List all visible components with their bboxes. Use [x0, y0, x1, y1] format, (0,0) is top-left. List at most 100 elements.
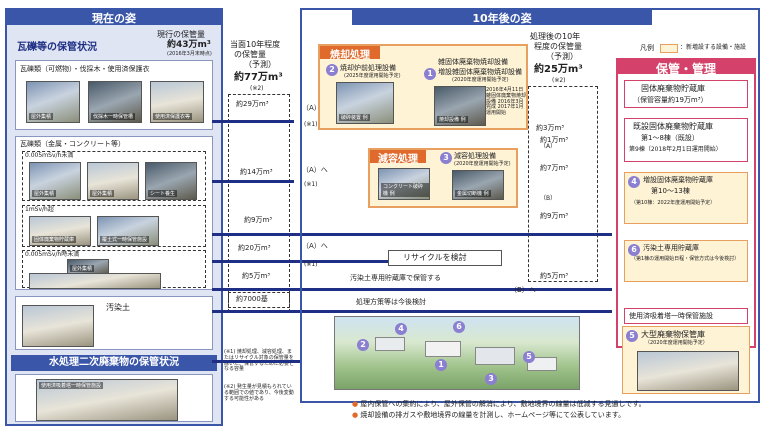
recycle-label: リサイクルを検討 [403, 253, 467, 262]
recycle-box: リサイクルを検討 [388, 250, 502, 266]
future-header-1: 処理後の10年 [530, 32, 581, 41]
mgmt-item-sub: 第1〜8棟（既設） [641, 134, 699, 142]
flow-line [212, 310, 612, 313]
photo-label: 屋外集積 [32, 190, 57, 197]
mgmt-item-name: 使用済吸着塔一時保管施設 [629, 312, 713, 320]
photo-large-waste-storage [637, 351, 739, 391]
subgroup-low-dose: 0.005ｍSv/h未満 屋外集積 屋外集積 シート養生 [22, 151, 206, 201]
mgmt-item-name: 固体廃棄物貯蔵庫 [641, 84, 705, 93]
volred-item-name: 減容処理設備 [454, 152, 496, 160]
map-marker-4: 4 [395, 323, 407, 335]
amount-6: 約7000基 [236, 295, 268, 303]
photo-protective-clothing: 使用済保護衣等 [150, 81, 204, 123]
future-amount-4: 約9万m³ [540, 212, 569, 220]
mgmt-item-sub: （保管容量約19万m³） [633, 96, 708, 104]
flow-line [212, 120, 294, 123]
photo-outdoor-pile: 屋外集積 [87, 162, 139, 200]
future-state-panel: 10年後の姿 [300, 8, 760, 403]
circle-5: 5 [626, 330, 638, 342]
amount-1: 約29万m³ [236, 100, 269, 108]
circle-3: 3 [440, 152, 452, 164]
current-state-title: 現在の姿 [7, 10, 221, 25]
bullet-2-text: 焼却設備の排ガスや敷地境界の線量を計測し、ホームページ等にて公表しています。 [360, 411, 626, 419]
bullet-dot: ● [352, 400, 359, 408]
legend-swatch [660, 44, 678, 53]
photo-label: 破砕装置 例 [339, 114, 370, 121]
mgmt-item-sub: （第1棟の運用開始日程・保管方式は今後検討） [631, 256, 740, 262]
note-ref-1: (※1) [304, 121, 318, 128]
bullet-1-text: 屋内保管への集約により、屋外保管の解消により、敷地境界の線量は低減する見通しです… [360, 400, 646, 408]
circle-2: 2 [326, 64, 338, 76]
photo-label: 固体廃棄物貯蔵庫 [32, 236, 77, 243]
note-1: (※1) 焼却処理、減容処理、またはリサイクル対象の保管量を除いた、保管するため… [224, 349, 295, 373]
future-amount-3: 約7万m³ [540, 164, 569, 172]
note-ref-2: (※1) [304, 181, 318, 188]
section-contaminated-soil: 汚染土 [15, 296, 213, 350]
arrow-b: （B）へ [510, 286, 536, 294]
photo-label: 使用済保護衣等 [153, 113, 193, 120]
future-amount-column [528, 86, 598, 282]
mgmt-item-name: 増設固体廃棄物貯蔵庫 [643, 176, 713, 184]
map-marker-1: 1 [435, 359, 447, 371]
future-amount-5: 約5万m³ [540, 272, 569, 280]
future-header-2: 程度の保管量 [534, 42, 582, 51]
site-map: 2 4 6 3 5 1 [334, 316, 580, 390]
bullet-1: ● 屋内保管への集約により、屋外保管の解消により、敷地境界の線量は低減する見通し… [352, 400, 646, 408]
management-panel: 保管・管理 固体廃棄物貯蔵庫 （保管容量約19万m³） 既設固体廃棄物貯蔵庫 第… [616, 58, 756, 348]
arrow-a-2: （A）へ [302, 166, 328, 174]
incin-item2-note: (2025年度運用開始予定) [344, 73, 401, 79]
photo-label: 使用済吸着塔一時保管施設 [39, 382, 104, 389]
flow-line [212, 180, 294, 183]
subgroup-high-dose: 1mSv/h超 固体廃棄物貯蔵庫 覆土式一時保管施設 [22, 205, 206, 247]
water-treatment-title: 水処理二次廃棄物の保管状況 [11, 355, 217, 371]
note-ref-3: (※1) [304, 261, 318, 268]
incineration-box: 焼却処理 2 焼却炉前処理設備 (2025年度運用開始予定) 破砕装置 例 1 … [318, 44, 528, 130]
arrow-a-3: （A）へ [302, 242, 328, 250]
section-soil-title: 汚染土 [106, 303, 130, 312]
subgroup-low-dose-label: 0.005ｍSv/h未満 [25, 152, 74, 159]
mgmt-item-large-waste-storage: 5 大型廃棄物保管庫 （2020年度運用開始予定） [622, 326, 750, 394]
future-state-title: 10年後の姿 [352, 10, 652, 25]
photo-label: 焼却設備 例 [437, 116, 468, 123]
photo-adsorption-tower-storage: 使用済吸着塔一時保管施設 [36, 379, 178, 421]
mgmt-item-sub2: 第9棟（2018年2月1日運用開始） [629, 146, 722, 153]
legend-text: ：新増設する設備・施設 [680, 44, 747, 51]
future-amount-1: 約3万m³ [536, 124, 565, 132]
future-header-3: （予測） [546, 52, 578, 61]
subgroup-mid-dose: 0.005mSv/h時未満 屋外集積 [22, 250, 206, 289]
soil-line-label: 汚染土専用貯蔵庫で保管する [350, 274, 441, 282]
photo-incinerator: 焼却設備 例 [434, 86, 486, 126]
photo-label: 屋外集積 [29, 113, 54, 120]
photo-label: シート養生 [148, 190, 178, 197]
middle-total: 約77万m³ [234, 72, 283, 83]
photo-sheet-cover: シート養生 [145, 162, 197, 200]
map-building [375, 337, 405, 351]
middle-header-2: の保管量 [234, 50, 266, 59]
future-label-b: （B） [540, 195, 557, 202]
mgmt-item-sub2: （第10棟：2022年度運用開始予定） [631, 200, 716, 206]
bullet-2: ● 焼却設備の排ガスや敷地境界の線量を計測し、ホームページ等にて公表しています。 [352, 411, 625, 419]
section-combustible: 瓦礫類（可燃物）・伐採木・使用済保護衣 屋外集積 伐採木一時保管槽 使用済保護衣… [15, 60, 213, 130]
circle-6: 6 [628, 244, 640, 256]
photo-label: 屋外集積 [70, 265, 95, 272]
flow-line [212, 288, 612, 291]
mgmt-item-soil-storage: 6 汚染土専用貯蔵庫 （第1棟の運用開始日程・保管方式は今後検討） [624, 240, 748, 282]
map-building [425, 341, 461, 357]
amount-3: 約9万m³ [244, 216, 273, 224]
method-note: 処理方策等は今後検討 [356, 298, 426, 306]
mgmt-item-additional-storage: 4 増設固体廃棄物貯蔵庫 第10〜13棟 （第10棟：2022年度運用開始予定） [624, 172, 748, 224]
bullet-dot: ● [352, 411, 359, 419]
section-combustible-title: 瓦礫類（可燃物）・伐採木・使用済保護衣 [20, 65, 150, 73]
incin-schedule: 2016年4月11日 雑固体廃棄物焼却設備 2016年3月完成 2017年1月運… [486, 87, 527, 116]
current-state-panel: 現在の姿 瓦礫等の保管状況 現行の保管量 約43万m³ (2016年3月末時点)… [5, 8, 223, 426]
future-label-a: （A） [540, 143, 557, 150]
flow-line [212, 233, 612, 236]
map-marker-5: 5 [523, 351, 535, 363]
management-title: 保管・管理 [618, 60, 754, 76]
mgmt-item-sub: （2020年度運用開始予定） [645, 340, 708, 346]
note-2: (※2) 発生量が見積もられている範囲での値であり、今後変動する可能性がある [224, 384, 294, 402]
map-marker-2: 2 [357, 339, 369, 351]
mgmt-item-name: 既設固体廃棄物貯蔵庫 [633, 122, 713, 131]
mgmt-item-solid-waste-storage: 固体廃棄物貯蔵庫 （保管容量約19万m³） [624, 80, 748, 108]
mgmt-item-sub: 第10〜13棟 [651, 187, 690, 195]
